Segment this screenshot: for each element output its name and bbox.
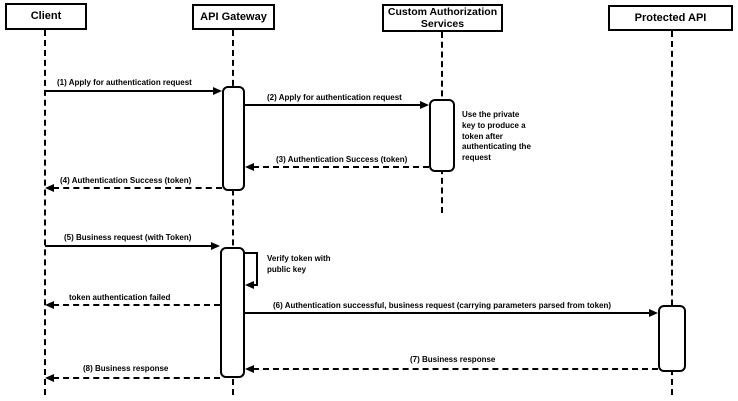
arrowhead bbox=[420, 101, 429, 109]
message-8-label: (8) Business response bbox=[83, 364, 169, 373]
arrowhead bbox=[245, 163, 254, 171]
self-message-right-line bbox=[256, 252, 258, 286]
self-message-bottom-line bbox=[252, 284, 258, 286]
activation-custom-authorization-services bbox=[429, 99, 455, 172]
message-1-line bbox=[45, 90, 214, 92]
self-message-label: Verify token with public key bbox=[267, 254, 331, 274]
message-2-label: (2) Apply for authentication request bbox=[267, 93, 402, 102]
message-8-line bbox=[53, 377, 220, 379]
message-6-label: (6) Authentication successful, business … bbox=[273, 301, 612, 310]
arrowhead bbox=[213, 87, 222, 95]
message-6-line bbox=[245, 312, 650, 314]
message-token-failed-label: token authentication failed bbox=[69, 293, 171, 302]
arrowhead bbox=[245, 281, 254, 289]
self-message-top-line bbox=[245, 252, 258, 254]
arrowhead bbox=[45, 374, 54, 382]
actor-custom-authorization-services-label: Custom Authorization Services bbox=[387, 5, 498, 30]
activation-protected-api bbox=[658, 305, 686, 372]
activation-api-gateway-1 bbox=[222, 86, 245, 191]
lifeline-api-gateway bbox=[232, 30, 234, 395]
message-5-line bbox=[45, 245, 212, 247]
message-7-line bbox=[253, 368, 658, 370]
message-4-line bbox=[53, 187, 222, 189]
arrowhead bbox=[211, 242, 220, 250]
actor-api-gateway-label: API Gateway bbox=[200, 10, 267, 23]
lifeline-protected-api bbox=[671, 31, 673, 395]
message-3-line bbox=[253, 166, 429, 168]
actor-client-label: Client bbox=[30, 10, 62, 23]
note-private-key: Use the private key to produce a token a… bbox=[462, 110, 531, 163]
actor-custom-authorization-services: Custom Authorization Services bbox=[382, 4, 503, 32]
actor-client: Client bbox=[5, 3, 87, 30]
actor-protected-api-label: Protected API bbox=[634, 11, 707, 24]
arrowhead bbox=[245, 365, 254, 373]
arrowhead bbox=[45, 184, 54, 192]
message-5-label: (5) Business request (with Token) bbox=[64, 233, 192, 242]
message-4-label: (4) Authentication Success (token) bbox=[60, 176, 192, 185]
arrowhead bbox=[45, 301, 54, 309]
lifeline-client bbox=[44, 30, 46, 395]
actor-api-gateway: API Gateway bbox=[192, 4, 275, 30]
message-1-label: (1) Apply for authentication request bbox=[57, 78, 192, 87]
message-2-line bbox=[245, 104, 421, 106]
message-token-failed-line bbox=[53, 304, 220, 306]
message-7-label: (7) Business response bbox=[410, 355, 496, 364]
message-3-label: (3) Authentication Success (token) bbox=[276, 155, 408, 164]
actor-protected-api: Protected API bbox=[608, 5, 733, 31]
activation-api-gateway-2 bbox=[220, 247, 245, 378]
arrowhead bbox=[649, 309, 658, 317]
